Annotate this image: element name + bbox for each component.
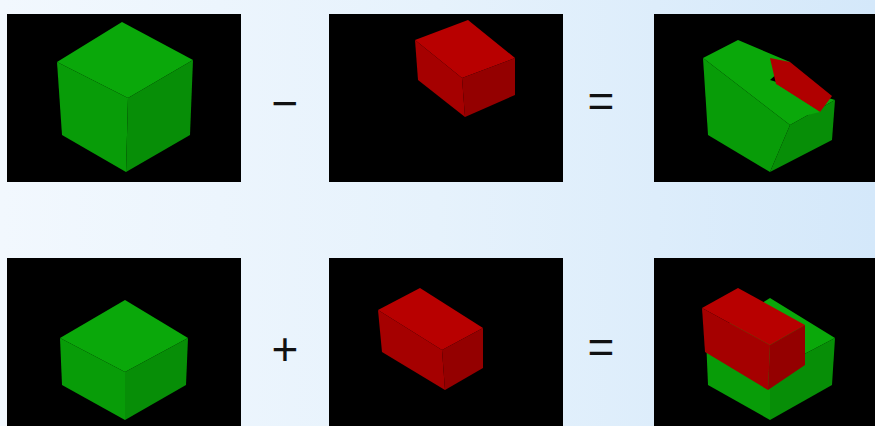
union-result <box>702 288 835 420</box>
difference-result <box>703 40 835 172</box>
red-box <box>378 288 483 390</box>
plus-operator: + <box>272 326 299 372</box>
minus-operator: − <box>272 80 299 126</box>
green-cube <box>57 22 193 172</box>
red-box <box>415 20 515 117</box>
equals-operator: = <box>588 324 615 370</box>
green-cube <box>60 300 188 420</box>
equals-operator: = <box>588 78 615 124</box>
image-panels <box>7 14 875 426</box>
